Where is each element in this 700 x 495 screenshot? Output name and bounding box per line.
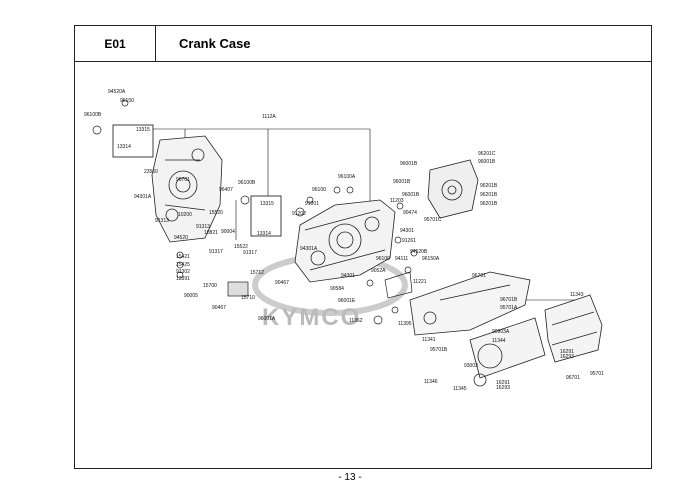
part-label: 15520 — [209, 210, 223, 216]
page-frame: E01 Crank Case — [74, 25, 652, 469]
crankcase-cover-plate — [427, 159, 479, 219]
part-label: 90903A — [492, 329, 510, 335]
part-label: 11362 — [349, 318, 363, 324]
part-label: 96701 — [566, 375, 580, 381]
part-label: 11395 — [398, 321, 412, 327]
part-label: 11343 — [570, 292, 584, 298]
part-label: 15522 — [234, 244, 248, 250]
part-labels: 94520A 96150 96100B 13315 13314 1112A 23… — [84, 89, 604, 392]
part-label: 91302 — [176, 269, 190, 275]
lower-cover-assembly — [469, 317, 546, 387]
part-label: 95701A — [500, 305, 518, 311]
part-label: 96100A — [338, 174, 356, 180]
part-label: 96201B — [480, 183, 498, 189]
gasket — [384, 271, 413, 299]
part-label: 91317 — [243, 250, 257, 256]
detail-box-center — [250, 195, 282, 237]
part-label: 16291 — [496, 380, 510, 386]
section-title: Crank Case — [179, 36, 251, 51]
part-label: 11221 — [413, 279, 427, 285]
part-label: 91202 — [292, 211, 306, 217]
part-label: 90474 — [403, 210, 417, 216]
part-label: 96201B — [480, 192, 498, 198]
part-label: 94520A — [108, 89, 126, 95]
part-label: 90005 — [184, 293, 198, 299]
part-label: 96150A — [422, 256, 440, 262]
section-header: E01 Crank Case — [75, 26, 651, 62]
part-label: 96100B — [84, 112, 102, 118]
part-label: 96100 — [312, 187, 326, 193]
part-label: 11203 — [390, 198, 404, 204]
part-label: 23560 — [144, 169, 158, 175]
part-label: 91001 — [305, 201, 319, 207]
part-label: 91317 — [209, 249, 223, 255]
part-label: 10200 — [178, 212, 192, 218]
part-label: 96201C — [478, 151, 496, 157]
part-label: 15700 — [203, 283, 217, 289]
part-label: 13314 — [117, 144, 131, 150]
air-filter-housing — [544, 294, 603, 363]
part-label: 96407 — [219, 187, 233, 193]
part-label: 95701C — [424, 217, 442, 223]
left-crankcase-half — [151, 135, 223, 243]
part-label: 94111 — [395, 256, 408, 262]
part-label: 96001E — [338, 298, 356, 304]
part-label: 96100B — [238, 180, 256, 186]
part-label: 96201B — [480, 201, 498, 207]
part-label: 9052A — [371, 268, 386, 274]
watermark-text: KYMCO — [262, 304, 361, 331]
right-crankcase-body — [294, 199, 396, 283]
part-label: 15425 — [176, 262, 190, 268]
part-label: 96001B — [402, 192, 420, 198]
part-label: 96701B — [500, 297, 518, 303]
part-label: 13315 — [136, 127, 150, 133]
part-label: 90467 — [212, 305, 226, 311]
part-label: 10821 — [204, 230, 218, 236]
part-label: 11346 — [424, 379, 438, 385]
page-number: - 13 - — [338, 472, 362, 483]
part-label: 16291 — [560, 349, 574, 355]
part-label: 15712 — [250, 270, 264, 276]
part-label: 1112A — [262, 114, 276, 120]
part-label: 94301A — [300, 246, 318, 252]
exploded-parts-diagram: KYMCO — [84, 89, 604, 392]
section-code: E01 — [75, 26, 156, 61]
part-label: 16293 — [560, 354, 574, 360]
part-label: 15421 — [176, 254, 190, 260]
small-parts — [92, 99, 418, 325]
part-label: 13391 — [176, 276, 190, 282]
part-label: 96001A — [258, 316, 276, 322]
part-label: 96001B — [393, 179, 411, 185]
part-label: 90004 — [221, 229, 235, 235]
part-label: 94301 — [400, 228, 414, 234]
part-label: 94301A — [134, 194, 152, 200]
part-label: 94520B — [410, 249, 428, 255]
transmission-cover — [409, 271, 531, 336]
part-label: 91313 — [155, 218, 169, 224]
part-label: 15710 — [241, 295, 255, 301]
part-label: 90584 — [330, 286, 344, 292]
part-label: 11341 — [422, 337, 436, 343]
part-label: 94301 — [341, 273, 355, 279]
part-label: 91313 — [196, 224, 210, 230]
part-label: 96100 — [376, 256, 390, 262]
part-label: 16293 — [496, 385, 510, 391]
part-label: 93003 — [464, 363, 478, 369]
part-label: 96150 — [120, 98, 134, 104]
part-label: 96001B — [400, 161, 418, 167]
part-label: 94520 — [174, 235, 188, 241]
part-label: 95701B — [430, 347, 448, 353]
part-label: 11344 — [492, 338, 506, 344]
detail-box-left — [112, 124, 154, 158]
part-label: 11345 — [453, 386, 467, 392]
part-label: 96701 — [176, 177, 190, 183]
part-label: 96001B — [478, 159, 496, 165]
part-label: 13315 — [260, 201, 274, 207]
part-label: 13314 — [257, 231, 271, 237]
part-label: 91261 — [402, 238, 416, 244]
part-label: 90467 — [275, 280, 289, 286]
part-label: 96701 — [472, 273, 486, 279]
part-label: 95701 — [590, 371, 604, 377]
